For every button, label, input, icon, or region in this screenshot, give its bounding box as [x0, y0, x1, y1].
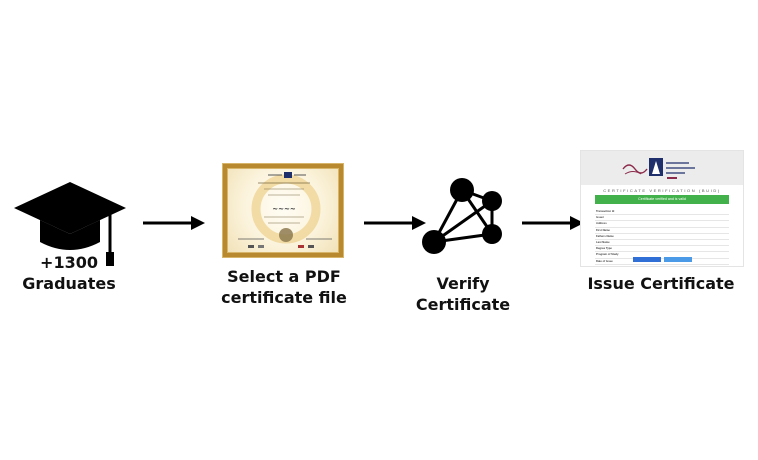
- certificate-fields-table: Transaction Id Issuer Address First Name…: [595, 209, 729, 265]
- table-row: Address: [595, 221, 729, 228]
- graduates-count: +1300: [40, 253, 98, 272]
- table-row: Last Name: [595, 240, 729, 247]
- certificate-verification-screenshot: CERTIFICATE VERIFICATION (BUID) Certific…: [580, 150, 744, 267]
- arrow-icon: [522, 216, 584, 230]
- table-row: Fathers Name: [595, 234, 729, 240]
- screenshot-caption: CERTIFICATE VERIFICATION (BUID): [603, 188, 721, 193]
- arrow-icon: [364, 216, 426, 230]
- table-row: First Name: [595, 228, 729, 234]
- screenshot-header: [581, 151, 743, 185]
- select-pdf-label: Select a PDF certificate file: [212, 266, 356, 308]
- graduates-label: +1300 Graduates: [14, 252, 124, 294]
- certificate-document-icon: ~~~~: [222, 163, 344, 258]
- verify-label: Verify Certificate: [415, 274, 511, 314]
- graduation-cap-icon: [14, 182, 126, 266]
- table-row: Issuer: [595, 215, 729, 222]
- table-row: Transaction Id: [595, 209, 729, 216]
- verified-banner: Certificate verified and is valid: [595, 195, 729, 204]
- table-row: Date of Issue: [595, 259, 729, 265]
- select-pdf-line1: Select a PDF: [227, 267, 341, 286]
- graduates-text: Graduates: [22, 274, 116, 293]
- table-row: Degree Type: [595, 246, 729, 253]
- screenshot-button-primary: [633, 257, 661, 262]
- university-logo-icon: [622, 158, 695, 179]
- issue-label: Issue Certificate: [587, 274, 735, 293]
- table-row: Program of Study: [595, 252, 729, 259]
- network-graph-icon: [422, 178, 502, 254]
- select-pdf-line2: certificate file: [221, 288, 347, 307]
- screenshot-button-secondary: [664, 257, 692, 262]
- svg-text:~~~~: ~~~~: [272, 204, 296, 213]
- arrow-icon: [143, 216, 205, 230]
